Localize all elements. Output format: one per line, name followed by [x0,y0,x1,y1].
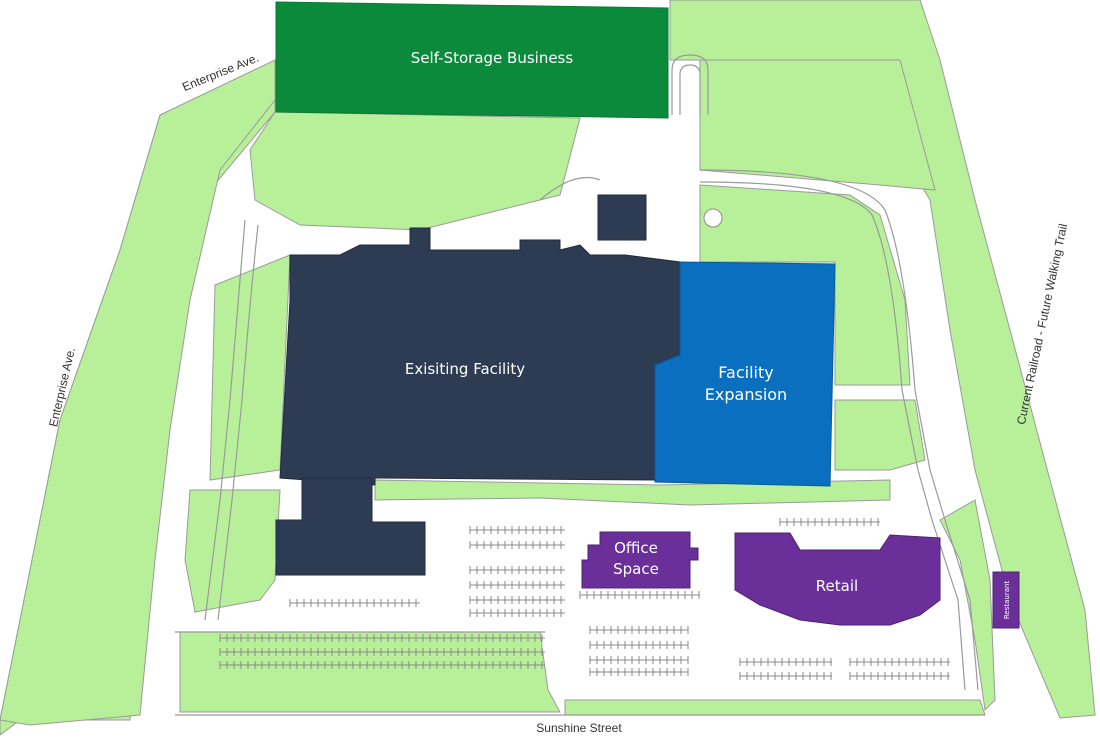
existing-facility-label: Exisiting Facility [405,360,525,378]
facility-expansion-label-line1: Facility [718,363,773,382]
drive-east-loop [699,169,979,691]
grass-southwest [184,489,281,613]
storage-turnaround [671,54,709,115]
drive-curve-north [539,176,601,201]
grass-east-mid [699,184,911,386]
self-storage-zone[interactable] [275,1,669,119]
grass-north-center [249,111,581,231]
office-space-label-line2: Space [613,560,659,578]
drive-west-inner [217,224,259,621]
existing-facility-south-wing[interactable] [275,477,426,576]
parking-lots [219,518,950,680]
self-storage-label: Self-Storage Business [411,49,574,67]
grass-southeast [939,499,996,712]
grass-west-inner [209,254,291,481]
restaurant-zone[interactable] [992,571,1020,629]
existing-facility-zone[interactable] [279,227,681,486]
retail-label: Retail [816,577,858,595]
grass-east-low [834,399,926,471]
drive-west [204,219,246,621]
facility-expansion-label-line2: Expansion [705,385,787,404]
grass-strip-mid [374,479,891,506]
drive-east-loop-inner [699,181,966,691]
existing-facility-north-annex[interactable] [597,194,647,241]
office-space-label-line1: Office [614,539,658,557]
facility-expansion-zone[interactable] [654,261,836,487]
railroad-trail-label: Current Railroad - Future Walking Trail [1014,222,1070,425]
grass-south [179,631,561,713]
sunshine-street-label: Sunshine Street [536,721,622,735]
drive-lanes [175,169,985,716]
parking-row-center-1 [219,518,950,680]
office-space-zone[interactable] [581,531,699,589]
water-tower-icon [703,208,723,228]
retail-zone[interactable] [734,532,941,626]
grass-west-wedge [0,59,276,726]
restaurant-label: Restaurant [1003,581,1011,620]
grass-south-center [564,699,986,716]
